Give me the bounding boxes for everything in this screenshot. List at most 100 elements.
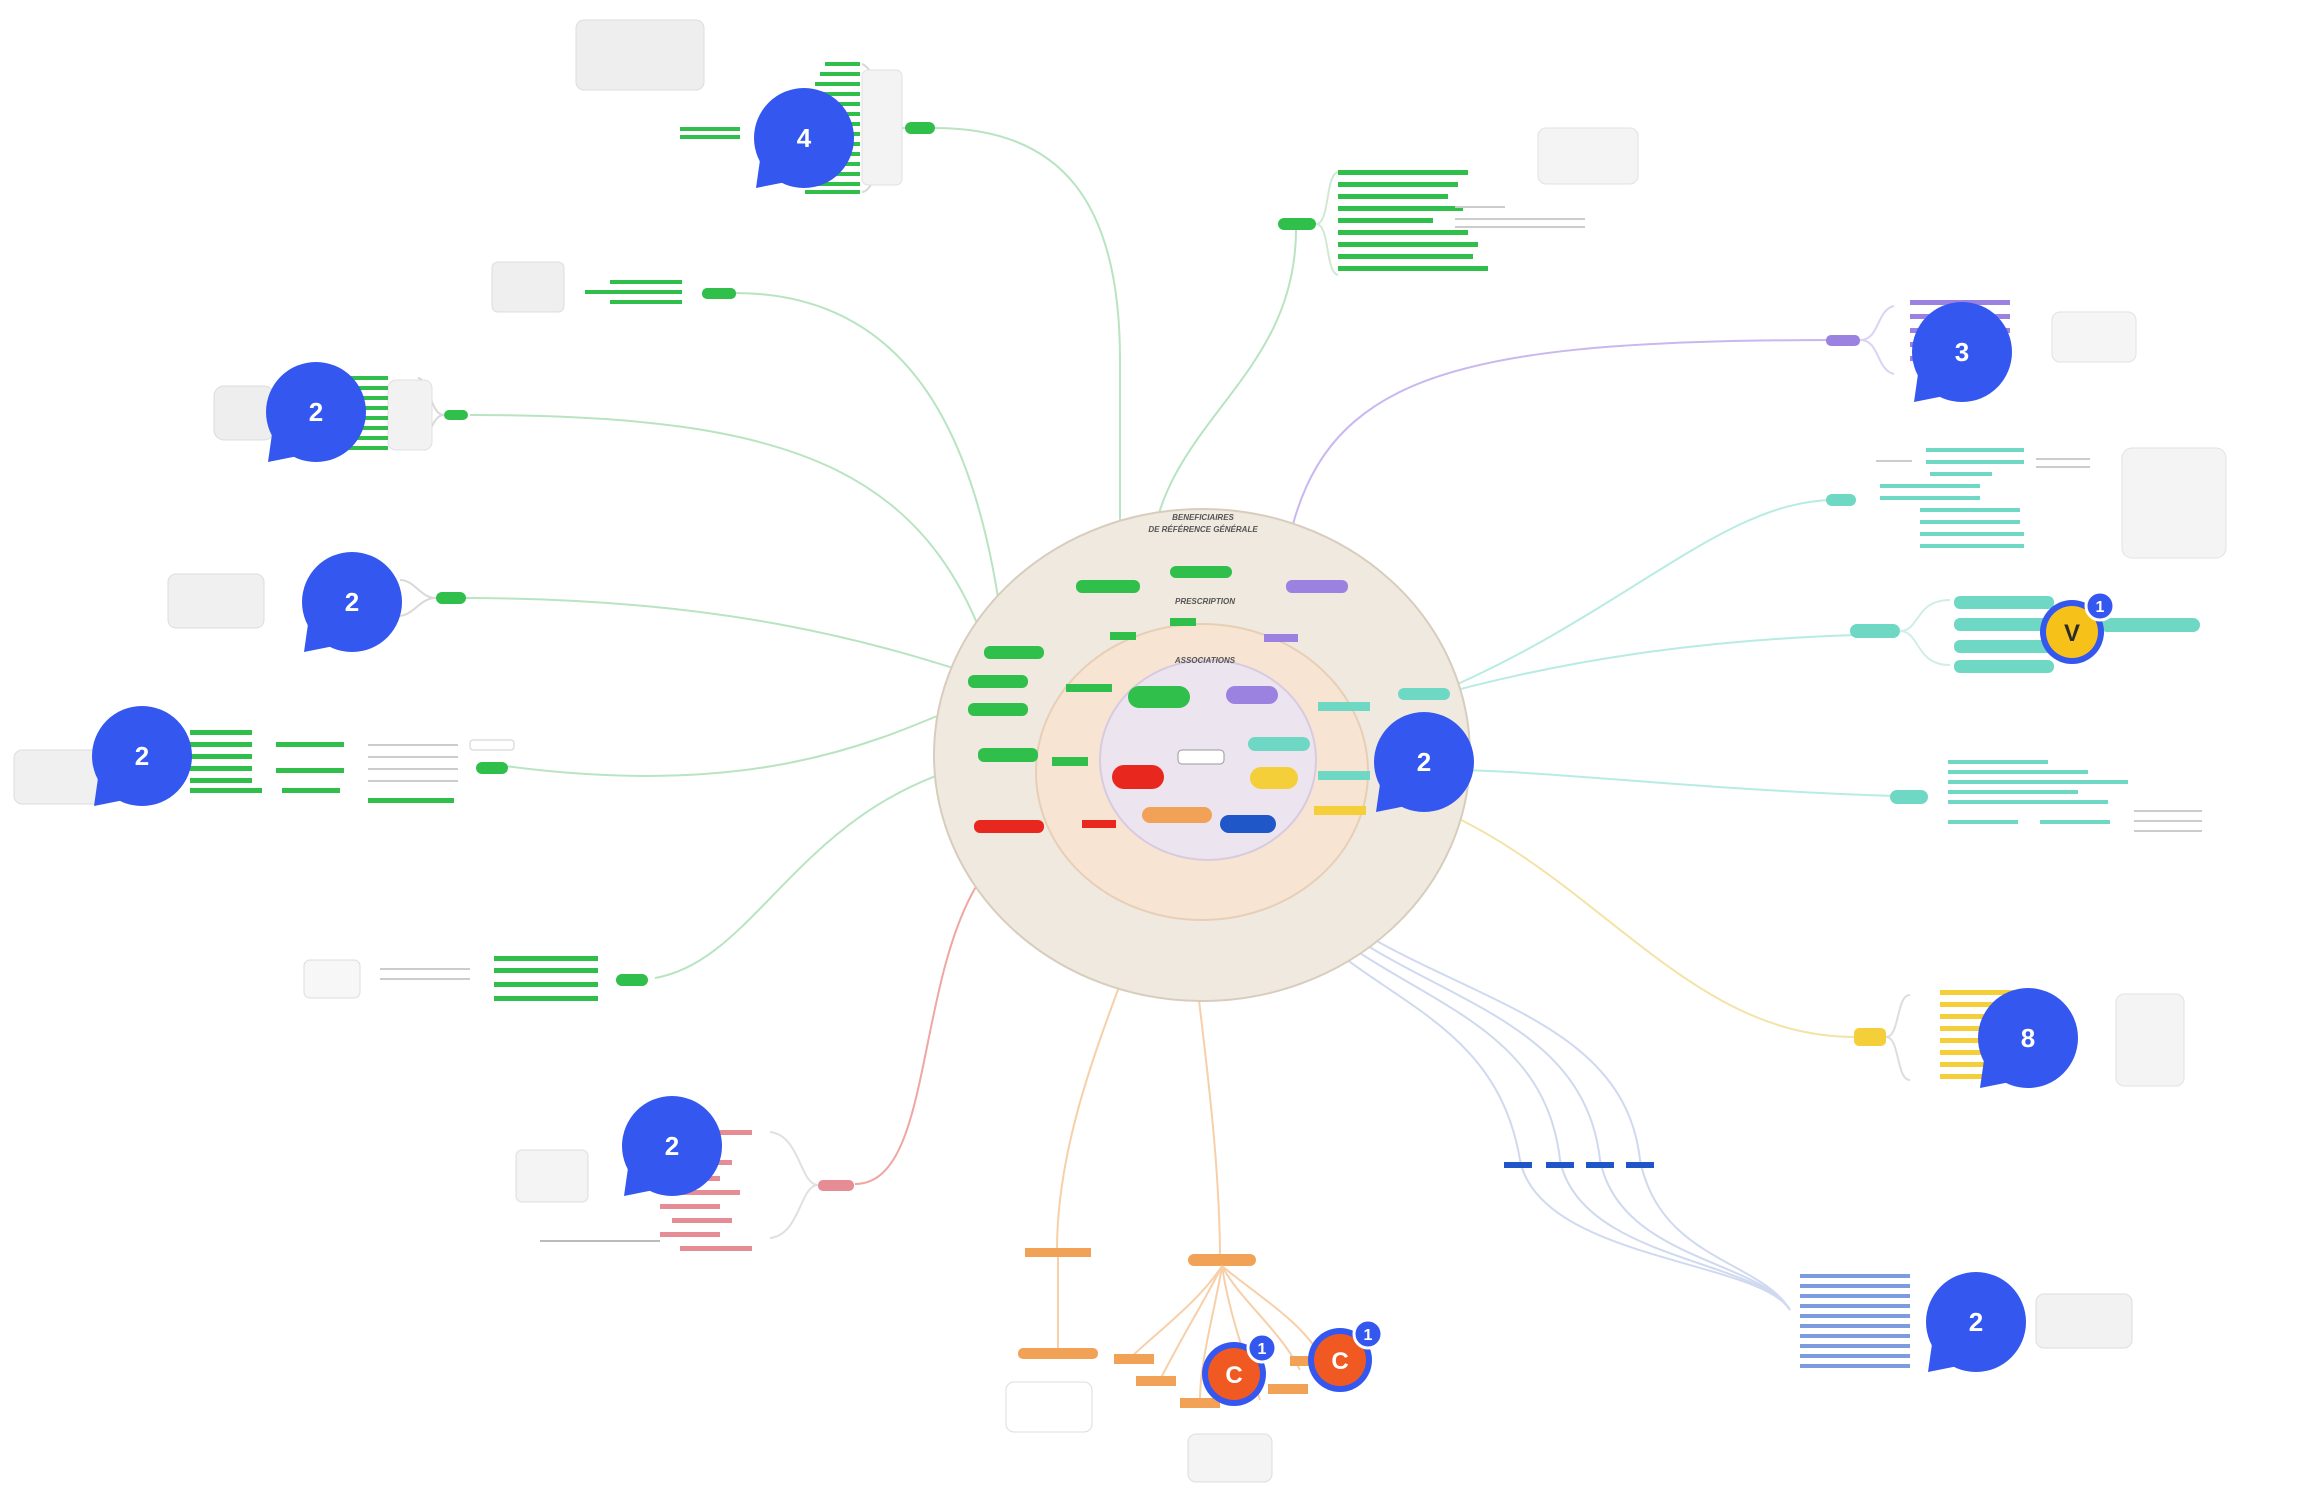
outer-circle-title-line1: BENEFICIAIRES xyxy=(1172,513,1234,522)
orange-node-left-bottom[interactable] xyxy=(1018,1348,1098,1359)
image-card-violet[interactable] xyxy=(2051,311,2137,363)
comment-count: 2 xyxy=(345,587,359,617)
comment-bubble-c-left-1[interactable]: 2 xyxy=(266,362,366,462)
blue-node-4[interactable] xyxy=(1626,1162,1654,1168)
image-card-blue[interactable] xyxy=(2035,1293,2133,1349)
outer-node-red[interactable] xyxy=(974,820,1044,833)
inner-node-blue[interactable] xyxy=(1220,815,1276,833)
branch-node-yellow[interactable] xyxy=(1854,1028,1886,1046)
connector-top-green xyxy=(934,127,1121,640)
middle-node-red[interactable] xyxy=(1082,820,1116,828)
comment-bubble-c-right-top[interactable]: 3 xyxy=(1912,302,2012,402)
middle-node-yellow[interactable] xyxy=(1314,806,1366,815)
connector-teal-1 xyxy=(1419,499,1836,701)
collaborator-avatar-a-c1[interactable]: C1 xyxy=(1202,1332,1278,1406)
middle-node-violet[interactable] xyxy=(1264,634,1298,642)
inner-node-teal[interactable] xyxy=(1248,737,1310,751)
comment-count: 2 xyxy=(309,397,323,427)
branch-node-teal-3[interactable] xyxy=(1890,790,1928,804)
orange-node-right-top[interactable] xyxy=(1188,1254,1256,1266)
comment-bubble-c-left-2[interactable]: 2 xyxy=(302,552,402,652)
outer-node-green-1[interactable] xyxy=(984,646,1044,659)
outer-node-violet[interactable] xyxy=(1286,580,1348,593)
comment-count: 4 xyxy=(797,123,812,153)
branch-node-pink[interactable] xyxy=(818,1180,854,1191)
branch-node-teal-1[interactable] xyxy=(1826,494,1856,506)
middle-node-teal-2[interactable] xyxy=(1318,771,1370,780)
outer-node-green-top-2[interactable] xyxy=(1170,566,1232,578)
teal-leaf-2[interactable] xyxy=(1954,618,2054,631)
comment-bubble-c-bottom-right[interactable]: 2 xyxy=(1926,1272,2026,1372)
blue-node-3[interactable] xyxy=(1586,1162,1614,1168)
branch-node-left-4[interactable] xyxy=(476,762,508,774)
orange-leaf-2[interactable] xyxy=(1136,1376,1176,1386)
blue-node-1[interactable] xyxy=(1504,1162,1532,1168)
comment-count: 2 xyxy=(665,1131,679,1161)
connector-teal-2 xyxy=(1419,634,1856,701)
blue-node-2[interactable] xyxy=(1546,1162,1574,1168)
image-card-yellow[interactable] xyxy=(2115,993,2185,1087)
comment-bubble-c-left-3[interactable]: 2 xyxy=(92,706,192,806)
outer-node-green-3[interactable] xyxy=(968,703,1028,716)
image-card-left-1[interactable] xyxy=(491,261,565,313)
image-card-left-2[interactable] xyxy=(213,385,275,441)
branch-left-green-5 xyxy=(303,956,648,1001)
outer-node-green-4[interactable] xyxy=(978,748,1038,762)
branch-node-left-1[interactable] xyxy=(702,288,736,299)
collaborator-avatar-a-v[interactable]: V1 xyxy=(2040,590,2116,664)
comment-bubble-c-center[interactable]: 2 xyxy=(1374,712,1474,812)
connector-left3-green xyxy=(461,597,991,681)
branch-node-teal-2[interactable] xyxy=(1850,624,1900,638)
branch-left-green-4 xyxy=(13,730,515,805)
outer-node-teal[interactable] xyxy=(1398,688,1450,700)
comment-bubble-c-right-yellow[interactable]: 8 xyxy=(1978,988,2078,1088)
branch-teal-1 xyxy=(1826,447,2227,559)
teal-leaf-1[interactable] xyxy=(1954,596,2054,609)
image-card-orange-1[interactable] xyxy=(1005,1381,1093,1433)
collaborator-avatar-a-c2[interactable]: C1 xyxy=(1308,1318,1384,1392)
outer-node-green-top-1[interactable] xyxy=(1076,580,1140,593)
comment-count: 2 xyxy=(1417,747,1431,777)
branch-node-violet[interactable] xyxy=(1826,335,1860,346)
inner-node-green[interactable] xyxy=(1128,686,1190,708)
orange-leaf-3[interactable] xyxy=(1180,1398,1220,1408)
image-card-left-3[interactable] xyxy=(167,573,265,629)
outer-node-green-2[interactable] xyxy=(968,675,1028,688)
branch-node-left-3[interactable] xyxy=(436,592,466,604)
teal-leaf-4[interactable] xyxy=(1954,660,2054,673)
orange-leaf-4[interactable] xyxy=(1268,1384,1308,1394)
connector-left2-green xyxy=(469,414,1001,691)
image-card-pink[interactable] xyxy=(515,1149,589,1203)
teal-leaf-3[interactable] xyxy=(1954,640,2054,653)
middle-circle-title: PRESCRIPTION xyxy=(1175,597,1235,606)
comment-count: 2 xyxy=(135,741,149,771)
middle-node-teal-1[interactable] xyxy=(1318,702,1370,711)
image-card-orange-2[interactable] xyxy=(1187,1433,1273,1483)
middle-node-green-3[interactable] xyxy=(1066,684,1112,692)
branch-node-top[interactable] xyxy=(905,122,935,134)
branch-teal-2 xyxy=(1850,596,2200,673)
inner-node-red[interactable] xyxy=(1112,765,1164,789)
middle-node-green-1[interactable] xyxy=(1110,632,1136,640)
image-card-top[interactable] xyxy=(575,19,705,91)
inner-node-violet[interactable] xyxy=(1226,686,1278,704)
branch-node-left-5[interactable] xyxy=(616,974,648,986)
comment-bubble-c-bottom-left[interactable]: 2 xyxy=(622,1096,722,1196)
middle-node-green-4[interactable] xyxy=(1052,757,1088,766)
center-root-node[interactable] xyxy=(1177,749,1225,765)
orange-leaf-1[interactable] xyxy=(1114,1354,1154,1364)
orange-node-left-top[interactable] xyxy=(1025,1248,1091,1257)
comment-bubble-c-top[interactable]: 4 xyxy=(754,88,854,188)
teal-leaf-5[interactable] xyxy=(2100,618,2200,632)
branch-node-top-right[interactable] xyxy=(1278,218,1316,230)
inner-node-yellow[interactable] xyxy=(1250,767,1298,789)
inner-node-orange[interactable] xyxy=(1142,807,1212,823)
connector-violet xyxy=(1279,339,1836,601)
image-card-top-right[interactable] xyxy=(1537,127,1639,185)
middle-node-green-2[interactable] xyxy=(1170,618,1196,626)
image-card-left-5[interactable] xyxy=(303,959,361,999)
sub-lines-top-right xyxy=(1455,206,1585,228)
branch-node-left-2[interactable] xyxy=(444,410,468,420)
image-card-teal-1[interactable] xyxy=(2121,447,2227,559)
